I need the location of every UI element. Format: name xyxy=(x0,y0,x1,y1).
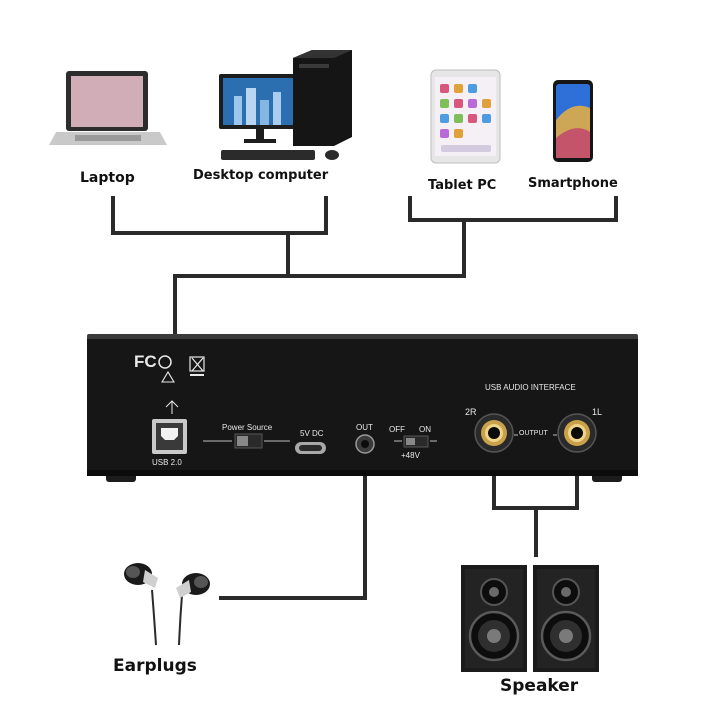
earplugs-label: Earplugs xyxy=(113,656,197,676)
tablet-label: Tablet PC xyxy=(428,178,497,193)
recycle-icon xyxy=(161,370,175,383)
weee-cross xyxy=(191,357,204,372)
usb-port-label: USB 2.0 xyxy=(152,458,182,467)
speaker-label: Speaker xyxy=(500,676,579,696)
cable-tablet-phone xyxy=(408,196,618,222)
weee-bin-icon xyxy=(189,356,205,372)
laptop-icon xyxy=(49,71,167,145)
port-1l-label: 1L xyxy=(592,407,603,417)
power-source-label: Power Source xyxy=(222,423,273,432)
smartphone-icon xyxy=(553,80,593,162)
phantom-switch xyxy=(403,435,429,448)
usb-symbol-icon xyxy=(165,400,179,414)
fcc-mark: FC xyxy=(134,352,157,371)
audio-interface xyxy=(87,334,638,482)
speaker-right-icon xyxy=(533,565,599,672)
usb-b-port xyxy=(152,400,187,454)
smartphone-label: Smartphone xyxy=(528,176,618,191)
jack-1l xyxy=(557,413,597,453)
desktop-computer-icon xyxy=(219,50,352,160)
port-2r-label: 2R xyxy=(465,407,477,417)
laptop-label: Laptop xyxy=(80,170,135,186)
phantom-label: +48V xyxy=(401,451,420,460)
desktop-label: Desktop computer xyxy=(193,168,329,183)
ce-mark-icon xyxy=(158,355,172,369)
cable-earplugs xyxy=(219,455,367,600)
dc-input-label: 5V DC xyxy=(300,429,324,438)
interface-title: USB AUDIO INTERFACE xyxy=(485,383,576,392)
tablet-icon xyxy=(430,69,501,164)
cable-laptop-desktop xyxy=(111,196,328,235)
output-label: OUTPUT xyxy=(519,430,548,437)
jack-2r xyxy=(474,413,514,453)
off-label: OFF xyxy=(389,425,405,434)
on-label: ON xyxy=(419,425,431,434)
cable-hub xyxy=(286,220,466,278)
power-switch xyxy=(203,433,290,449)
speaker-left-icon xyxy=(461,565,527,672)
out-label: OUT xyxy=(356,423,373,432)
earplugs-icon xyxy=(124,563,210,646)
